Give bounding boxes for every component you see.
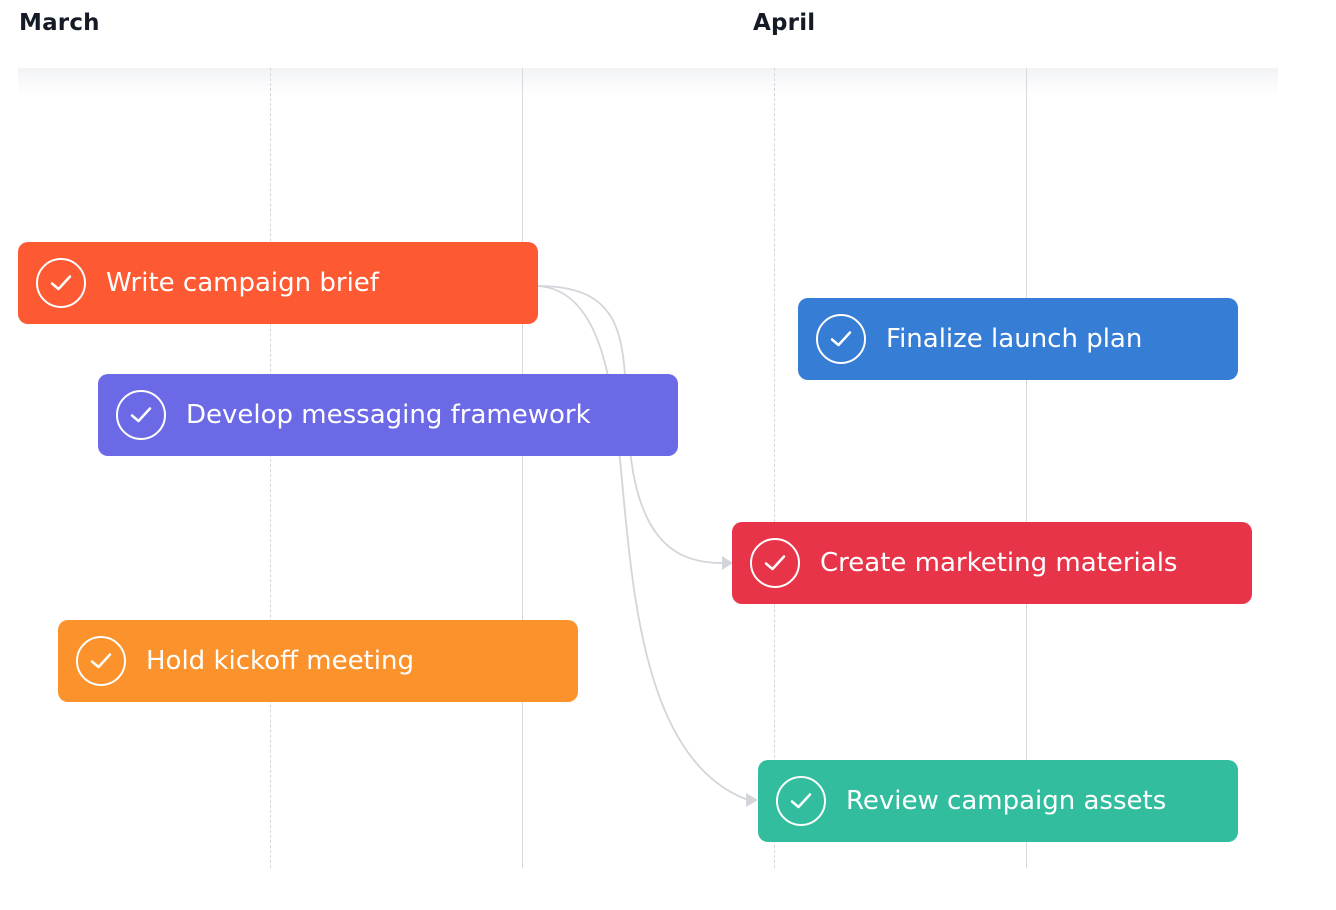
grid-line-week	[522, 68, 523, 868]
task-label: Finalize launch plan	[886, 324, 1143, 354]
grid-line-week	[1026, 68, 1027, 868]
month-header-april: April	[753, 10, 816, 36]
check-circle-icon[interactable]	[116, 390, 166, 440]
task-bar-develop-messaging-framework[interactable]: Develop messaging framework	[98, 374, 678, 456]
dependency-arrowhead	[746, 793, 758, 807]
task-bar-write-campaign-brief[interactable]: Write campaign brief	[18, 242, 538, 324]
task-bar-create-marketing-materials[interactable]: Create marketing materials	[732, 522, 1252, 604]
task-label: Review campaign assets	[846, 786, 1167, 816]
task-bar-review-campaign-assets[interactable]: Review campaign assets	[758, 760, 1238, 842]
grid-line-month-start	[774, 68, 775, 868]
check-circle-icon[interactable]	[776, 776, 826, 826]
dependency-line-brief-to-review	[537, 285, 749, 801]
task-label: Develop messaging framework	[186, 400, 591, 430]
check-circle-icon[interactable]	[76, 636, 126, 686]
grid-line-week	[270, 68, 271, 868]
header-divider-shadow	[18, 68, 1278, 96]
task-label: Write campaign brief	[106, 268, 379, 298]
month-header-march: March	[19, 10, 100, 36]
check-circle-icon[interactable]	[750, 538, 800, 588]
task-bar-hold-kickoff-meeting[interactable]: Hold kickoff meeting	[58, 620, 578, 702]
task-label: Create marketing materials	[820, 548, 1178, 578]
task-label: Hold kickoff meeting	[146, 646, 414, 676]
task-bar-finalize-launch-plan[interactable]: Finalize launch plan	[798, 298, 1238, 380]
check-circle-icon[interactable]	[816, 314, 866, 364]
check-circle-icon[interactable]	[36, 258, 86, 308]
